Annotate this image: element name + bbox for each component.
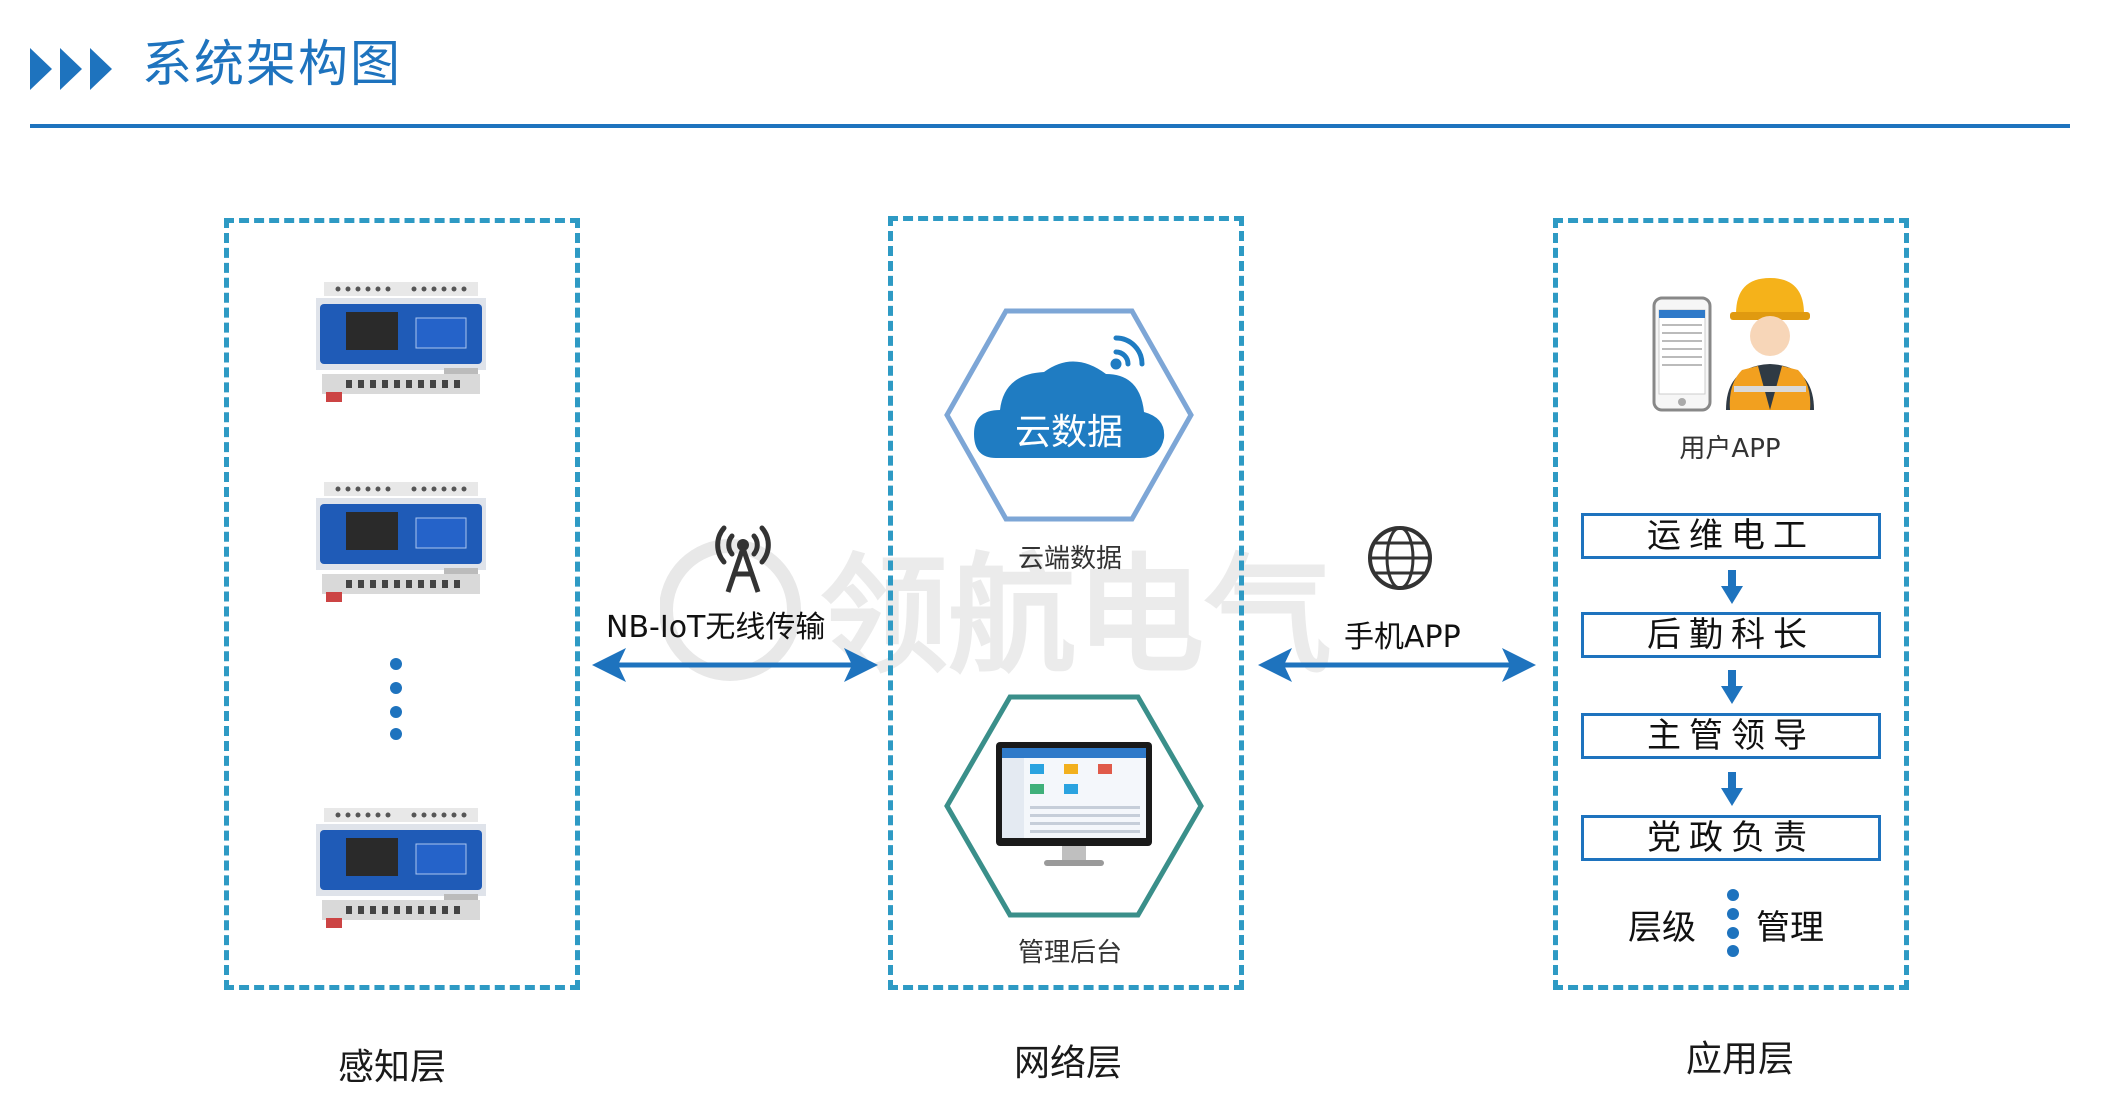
perception-layer-label: 感知层 <box>337 1047 446 1088</box>
hierarchy-label-right: 管理 <box>1756 908 1824 948</box>
role-box-party-government-head: 党政负责 <box>1581 815 1881 861</box>
cloud-caption: 云端数据 <box>1017 544 1122 574</box>
antenna-icon <box>715 525 771 593</box>
user-app-caption: 用户APP <box>1679 434 1781 464</box>
application-layer-panel <box>1553 218 1909 990</box>
mobile-app-label: 手机APP <box>1344 620 1461 655</box>
cloud-icon <box>974 361 1165 458</box>
hierarchy-label-left: 层级 <box>1628 908 1696 948</box>
down-arrow-icon <box>1721 772 1743 806</box>
network-layer-panel <box>888 216 1244 990</box>
down-arrow-icon <box>1721 670 1743 704</box>
wifi-icon <box>1110 335 1145 370</box>
role-box-logistics-chief: 后勤科长 <box>1581 612 1881 658</box>
bidirectional-arrow <box>1258 648 1536 682</box>
application-layer-label: 应用层 <box>1685 1039 1794 1080</box>
globe-icon <box>1368 526 1432 590</box>
admin-console-hexagon <box>944 694 1204 918</box>
smartphone-icon <box>1652 296 1712 412</box>
worker-icon <box>1726 278 1814 410</box>
triple-chevron-icon <box>30 48 112 90</box>
svg-text:领航电气: 领航电气 <box>820 542 1332 691</box>
header-divider <box>30 124 2070 128</box>
watermark: 领航电气 <box>660 539 1332 691</box>
svg-text:云数据: 云数据 <box>1015 412 1123 453</box>
bidirectional-arrow <box>592 648 878 682</box>
nb-iot-label: NB-IoT无线传输 <box>606 610 826 645</box>
smart-meter-device <box>316 808 486 928</box>
role-box-supervisor: 主管领导 <box>1581 713 1881 759</box>
page-title: 系统架构图 <box>142 35 402 93</box>
perception-layer-panel <box>224 218 580 990</box>
smart-meter-device <box>316 282 486 402</box>
hierarchy-dots <box>1727 889 1739 957</box>
down-arrow-icon <box>1721 570 1743 604</box>
more-devices-ellipsis <box>390 658 402 740</box>
admin-caption: 管理后台 <box>1017 938 1122 968</box>
smart-meter-device <box>316 482 486 602</box>
monitor-icon <box>996 742 1152 866</box>
network-layer-label: 网络层 <box>1013 1043 1122 1084</box>
cloud-data-hexagon: 云数据 <box>944 308 1194 522</box>
role-box-operations-electrician: 运维电工 <box>1581 513 1881 559</box>
